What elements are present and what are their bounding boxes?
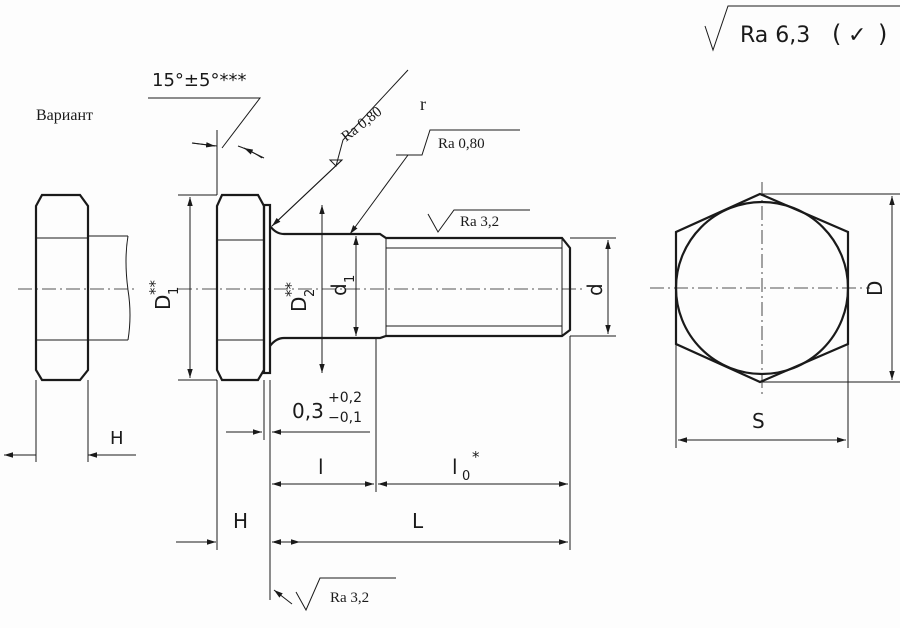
- svg-text:1: 1: [167, 287, 182, 295]
- offset-value: 0,3: [292, 399, 324, 423]
- bolt-shank: [178, 225, 585, 347]
- hex-diameter-label: D: [863, 281, 887, 296]
- general-roughness-symbol: Ra 6,3 ( ✓ ): [704, 5, 900, 52]
- svg-text:**: **: [282, 282, 300, 298]
- svg-text:(: (: [832, 20, 841, 48]
- shank-length-label: l: [318, 455, 324, 479]
- variant-height-label: H: [110, 428, 124, 449]
- check-mark-icon: ✓: [848, 23, 866, 48]
- chamfer-angle-callout: 15°±5°***: [148, 70, 265, 195]
- shank-diameter-label: d: [327, 283, 351, 296]
- thread-diameter-label: d: [583, 283, 607, 296]
- svg-text:+0,2: +0,2: [328, 390, 362, 406]
- shank-roughness-callouts: Ra 0,80 r Ra 0,80 Ra 3,2: [271, 69, 530, 235]
- svg-text:): ): [878, 20, 887, 48]
- diameter-dimensions: D 1 ** D 2 ** d 1 d: [146, 194, 616, 381]
- fillet-roughness-value: Ra 0,80: [339, 104, 386, 145]
- svg-text:*: *: [472, 448, 480, 466]
- general-roughness-value: Ra 6,3: [740, 23, 810, 48]
- bolt-head: [215, 193, 272, 382]
- bolt-length-label: L: [412, 509, 424, 533]
- svg-text:2: 2: [303, 289, 318, 297]
- chamfer-angle-label: 15°±5°***: [152, 70, 246, 91]
- thread-length-label: l: [452, 455, 458, 479]
- svg-text:−0,1: −0,1: [328, 410, 362, 426]
- bearing-face-roughness-value: Ra 3,2: [330, 590, 369, 606]
- variant-label: Вариант: [36, 107, 93, 124]
- bearing-face-diameter-label: D: [287, 297, 311, 312]
- shank-roughness-value: Ra 0,80: [438, 136, 485, 152]
- across-flats-label: S: [752, 409, 765, 433]
- bearing-face-roughness: Ra 3,2: [273, 577, 396, 612]
- fillet-radius-label: r: [420, 94, 426, 114]
- head-diameter-label: D: [151, 295, 175, 310]
- svg-text:0: 0: [462, 469, 470, 484]
- head-height-label: H: [233, 509, 248, 533]
- hex-end-view: D S: [650, 182, 900, 448]
- svg-text:1: 1: [343, 275, 358, 283]
- variant-head-view: Вариант H: [4, 107, 136, 462]
- thread-roughness-value: Ra 3,2: [460, 214, 499, 230]
- length-dimensions: 0,3 +0,2 −0,1 l l 0 * H L: [176, 336, 571, 600]
- svg-text:**: **: [146, 280, 164, 296]
